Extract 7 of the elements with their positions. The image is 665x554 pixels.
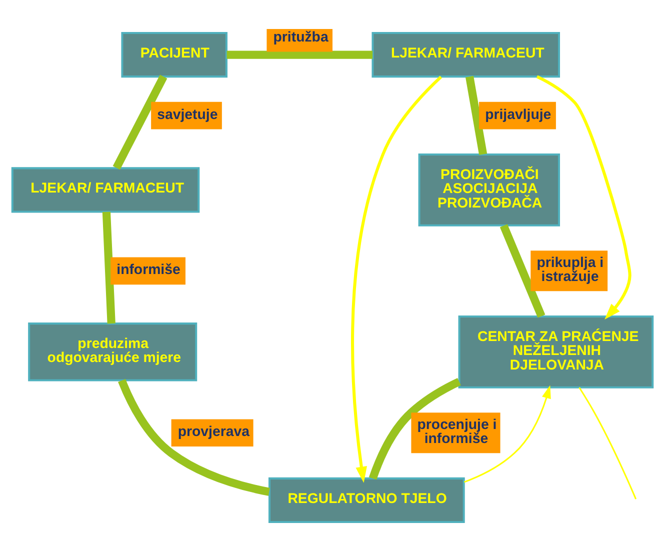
edge-label: prijavljuje — [485, 106, 552, 122]
edge-label: provjerava — [178, 424, 250, 440]
edge-label: procenjuje i informiše — [417, 416, 497, 447]
edge-label: pritužba — [273, 28, 328, 45]
edge-label: prikuplja i istražuje — [536, 254, 604, 285]
edge-label: savjetuje — [157, 106, 218, 122]
edge-label: informiše — [116, 262, 180, 278]
